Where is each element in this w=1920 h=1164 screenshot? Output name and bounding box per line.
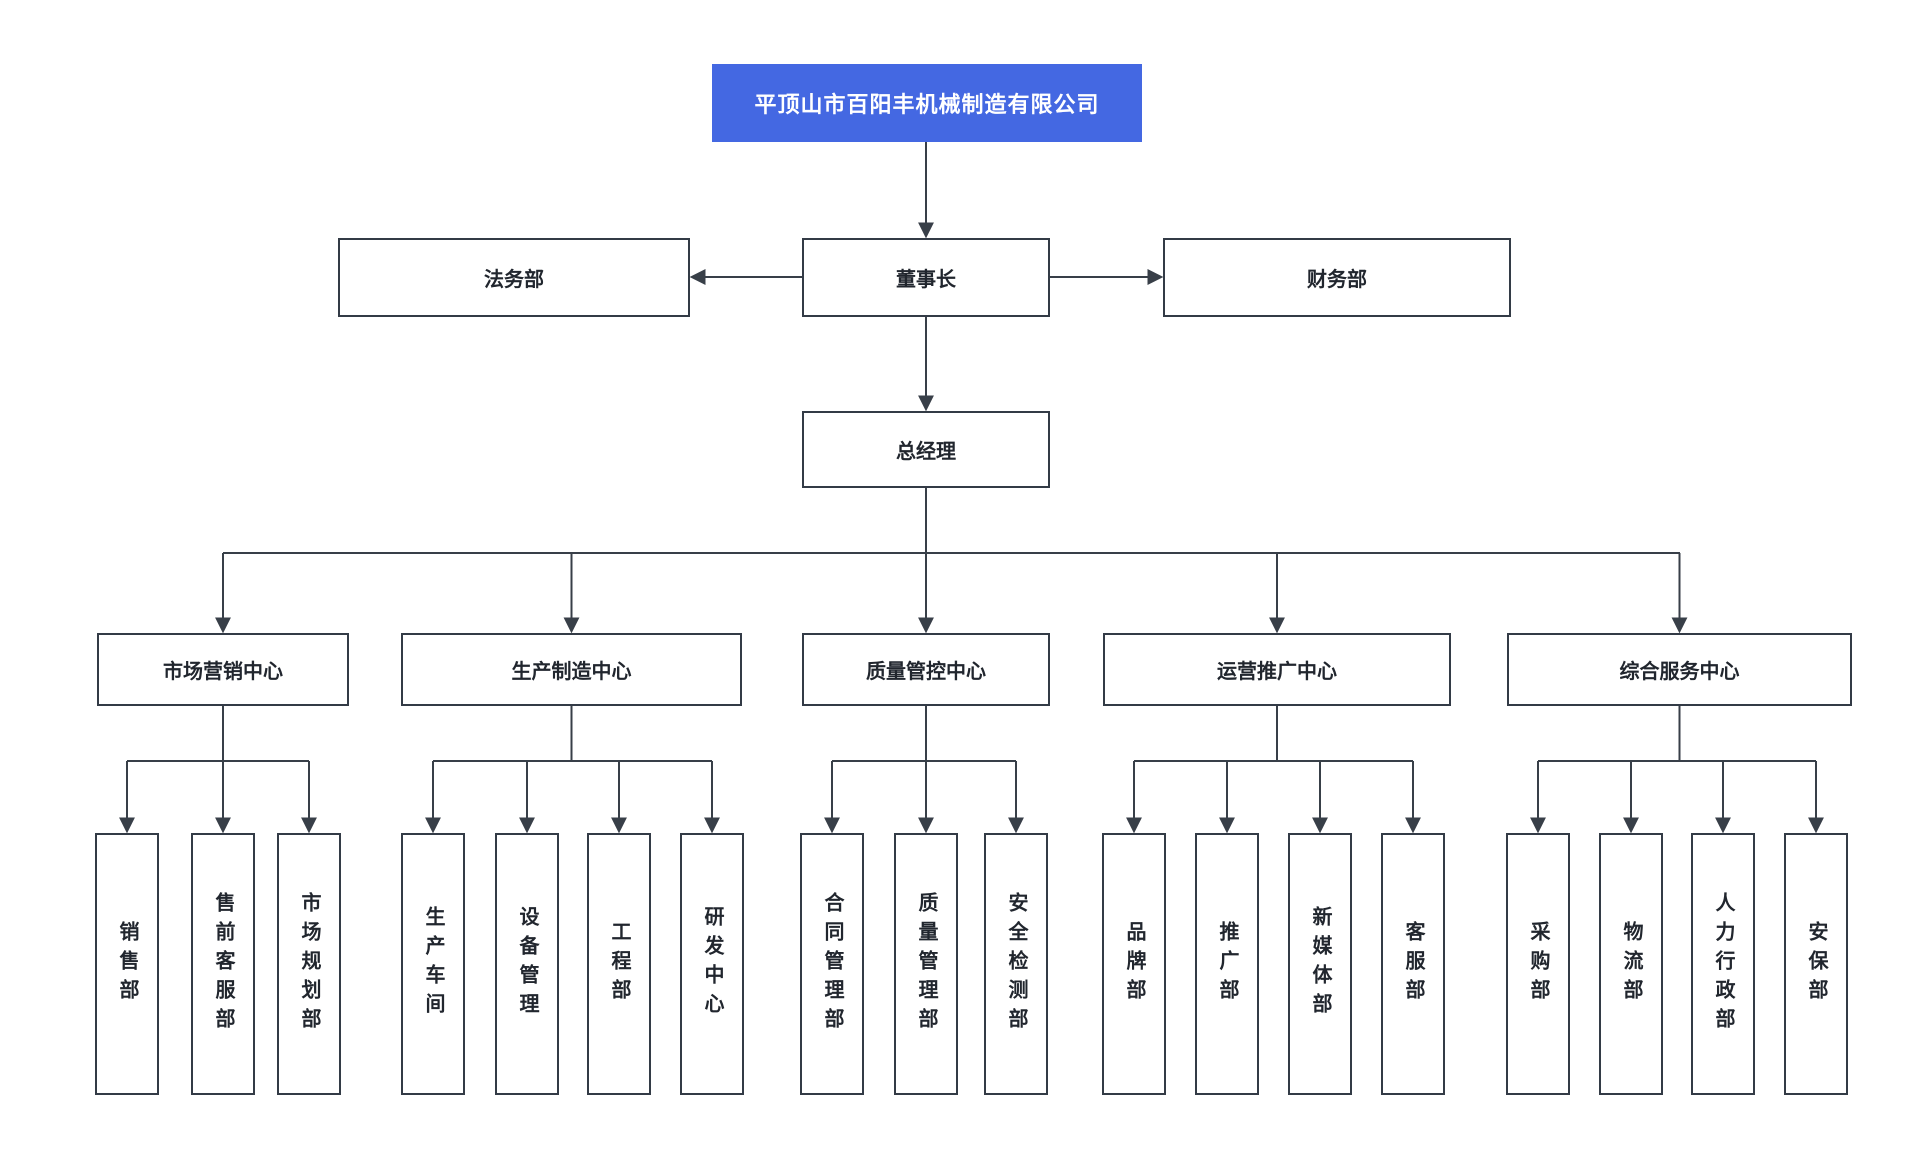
node-dept-security[interactable]: 安保部	[1784, 833, 1848, 1095]
node-label: 推广部	[1216, 920, 1238, 1008]
node-label: 运营推广中心	[1217, 661, 1337, 683]
node-label: 采购部	[1527, 920, 1549, 1008]
node-dept-production-workshop[interactable]: 生产车间	[401, 833, 465, 1095]
node-label: 工程部	[608, 920, 630, 1008]
node-label: 研发中心	[701, 906, 723, 1022]
node-legal-dept[interactable]: 法务部	[338, 238, 690, 317]
node-center-operations[interactable]: 运营推广中心	[1103, 633, 1451, 706]
node-dept-contract-management[interactable]: 合同管理部	[800, 833, 864, 1095]
node-label: 客服部	[1402, 920, 1424, 1008]
node-dept-engineering[interactable]: 工程部	[587, 833, 651, 1095]
node-label: 财务部	[1307, 269, 1367, 291]
node-chairman[interactable]: 董事长	[802, 238, 1050, 317]
node-label: 市场营销中心	[163, 661, 283, 683]
node-label: 设备管理	[516, 906, 538, 1022]
node-label: 综合服务中心	[1619, 661, 1740, 683]
node-label: 董事长	[896, 269, 956, 291]
node-dept-promotion[interactable]: 推广部	[1195, 833, 1259, 1095]
node-label: 质量管理部	[915, 891, 937, 1037]
node-label: 销售部	[116, 920, 138, 1008]
node-dept-logistics[interactable]: 物流部	[1599, 833, 1663, 1095]
node-label: 生产车间	[422, 906, 444, 1022]
node-dept-market-planning[interactable]: 市场规划部	[277, 833, 341, 1095]
node-label: 售前客服部	[212, 891, 234, 1037]
node-label: 法务部	[484, 269, 544, 291]
company-title: 平顶山市百阳丰机械制造有限公司	[754, 92, 1100, 117]
node-company-root[interactable]: 平顶山市百阳丰机械制造有限公司	[712, 64, 1142, 142]
node-dept-procurement[interactable]: 采购部	[1506, 833, 1570, 1095]
node-label: 生产制造中心	[511, 661, 632, 683]
node-center-marketing[interactable]: 市场营销中心	[97, 633, 349, 706]
node-label: 人力行政部	[1712, 891, 1734, 1037]
node-label: 总经理	[896, 441, 956, 463]
node-dept-rnd-center[interactable]: 研发中心	[680, 833, 744, 1095]
node-general-manager[interactable]: 总经理	[802, 411, 1050, 488]
node-dept-presales-service[interactable]: 售前客服部	[191, 833, 255, 1095]
node-center-production[interactable]: 生产制造中心	[401, 633, 742, 706]
node-dept-quality-management[interactable]: 质量管理部	[894, 833, 958, 1095]
node-dept-new-media[interactable]: 新媒体部	[1288, 833, 1352, 1095]
node-dept-equipment-management[interactable]: 设备管理	[495, 833, 559, 1095]
node-label: 合同管理部	[821, 891, 843, 1037]
node-label: 市场规划部	[298, 891, 320, 1037]
node-label: 新媒体部	[1309, 906, 1331, 1022]
node-dept-safety-inspection[interactable]: 安全检测部	[984, 833, 1048, 1095]
node-dept-brand[interactable]: 品牌部	[1102, 833, 1166, 1095]
node-label: 安保部	[1805, 920, 1827, 1008]
node-label: 质量管控中心	[866, 661, 986, 683]
node-center-quality[interactable]: 质量管控中心	[802, 633, 1050, 706]
node-center-services[interactable]: 综合服务中心	[1507, 633, 1852, 706]
node-finance-dept[interactable]: 财务部	[1163, 238, 1511, 317]
node-label: 品牌部	[1123, 920, 1145, 1008]
node-dept-hr-admin[interactable]: 人力行政部	[1691, 833, 1755, 1095]
node-label: 物流部	[1620, 920, 1642, 1008]
node-label: 安全检测部	[1005, 891, 1027, 1037]
node-dept-sales[interactable]: 销售部	[95, 833, 159, 1095]
node-dept-customer-service[interactable]: 客服部	[1381, 833, 1445, 1095]
